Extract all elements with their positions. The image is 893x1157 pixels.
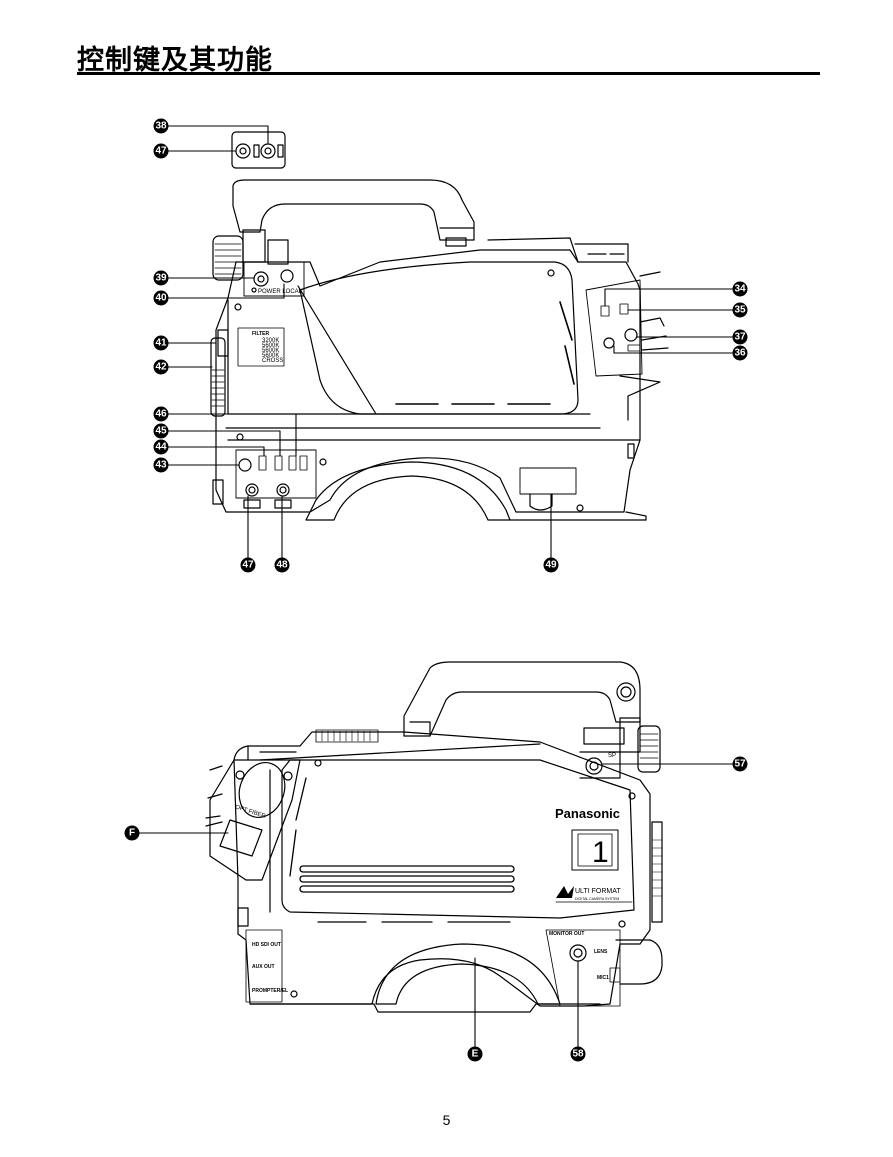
filter-header: FILTER bbox=[252, 331, 270, 337]
multi-format-badge: ULTI FORMAT DIGITAL CAMERA SYSTEM bbox=[556, 886, 621, 901]
svg-text:46: 46 bbox=[155, 409, 167, 420]
svg-text:DIGITAL CAMERA SYSTEM: DIGITAL CAMERA SYSTEM bbox=[575, 897, 619, 901]
callout-37: 37 bbox=[732, 329, 748, 345]
remote-unit bbox=[231, 131, 286, 169]
svg-text:ULTI FORMAT: ULTI FORMAT bbox=[575, 888, 621, 895]
filter-row: 5600K bbox=[262, 353, 279, 359]
callout-41: 41 bbox=[153, 335, 169, 351]
filter-row: 5600K bbox=[262, 348, 279, 354]
svg-text:SP: SP bbox=[608, 753, 616, 759]
svg-text:40: 40 bbox=[155, 293, 167, 304]
monitor-out-panel: MONITOR OUT LENS MIC1 bbox=[545, 929, 663, 1007]
top-body bbox=[215, 249, 641, 513]
svg-text:42: 42 bbox=[155, 362, 167, 373]
power-panel: POWER LOCAL bbox=[243, 261, 305, 297]
callout-36: 36 bbox=[732, 345, 748, 361]
svg-text:PROMPTER/EL: PROMPTER/EL bbox=[252, 988, 288, 994]
callout-38: 38 bbox=[153, 118, 169, 134]
svg-text:36: 36 bbox=[734, 348, 746, 359]
connector-column: HD SDI OUT AUX OUT PROMPTER/EL bbox=[245, 929, 288, 1003]
callout-39: 39 bbox=[153, 270, 169, 286]
brand-label: Panasonic bbox=[555, 806, 620, 821]
top-callouts: 38 47 39 40 41 42 46 45 44 43 47 48 49 3… bbox=[153, 118, 748, 573]
battery-mount bbox=[519, 467, 577, 495]
title-rule bbox=[77, 72, 820, 75]
svg-text:43: 43 bbox=[155, 460, 167, 471]
callout-34: 34 bbox=[732, 281, 748, 297]
callout-49: 49 bbox=[543, 557, 559, 573]
top-handle bbox=[232, 179, 475, 241]
callout-47b: 47 bbox=[240, 557, 256, 573]
svg-text:35: 35 bbox=[734, 305, 746, 316]
callout-40: 40 bbox=[153, 290, 169, 306]
page-number: 5 bbox=[442, 1112, 451, 1128]
page-title: 控制键及其功能 bbox=[77, 45, 273, 75]
callout-44: 44 bbox=[153, 439, 169, 455]
callout-42: 42 bbox=[153, 359, 169, 375]
callout-58: 58 bbox=[570, 1046, 586, 1062]
svg-text:57: 57 bbox=[734, 759, 746, 770]
filter-row: 3200K bbox=[262, 338, 279, 344]
bottom-camera-figure: Panasonic 1 ULTI FORMAT DIGITAL CAMERA S… bbox=[124, 661, 748, 1062]
bottom-body bbox=[233, 731, 651, 1007]
svg-text:34: 34 bbox=[734, 284, 746, 295]
callout-35: 35 bbox=[732, 302, 748, 318]
top-camera-figure: FILTER 3200K 5600K 5600K 5600K CROSS POW… bbox=[153, 118, 748, 573]
svg-text:44: 44 bbox=[155, 442, 167, 453]
bottom-side-panel bbox=[281, 759, 635, 919]
svg-text:HD SDI OUT: HD SDI OUT bbox=[252, 942, 281, 948]
svg-text:MONITOR OUT: MONITOR OUT bbox=[549, 931, 584, 937]
svg-text:48: 48 bbox=[276, 560, 288, 571]
svg-text:41: 41 bbox=[155, 338, 167, 349]
svg-text:LENS: LENS bbox=[594, 949, 608, 955]
bottom-handle bbox=[403, 661, 641, 737]
bottom-shoulder-pad bbox=[375, 943, 561, 1005]
lower-switch-panel bbox=[235, 449, 317, 509]
number-panel bbox=[571, 829, 619, 871]
shoulder-pad bbox=[305, 461, 511, 521]
sp-connector bbox=[585, 757, 603, 775]
svg-text:37: 37 bbox=[734, 332, 746, 343]
filter-row: 5600K bbox=[262, 343, 279, 349]
bottom-callouts: 57 F E 58 bbox=[124, 756, 748, 1062]
callout-48: 48 bbox=[274, 557, 290, 573]
callout-45: 45 bbox=[153, 423, 169, 439]
svg-text:MIC1: MIC1 bbox=[597, 975, 609, 981]
svg-text:58: 58 bbox=[572, 1049, 584, 1060]
eyepiece-knob bbox=[212, 235, 244, 281]
callout-46: 46 bbox=[153, 406, 169, 422]
side-panel bbox=[299, 261, 579, 415]
callout-43: 43 bbox=[153, 457, 169, 473]
svg-text:OPT FIBER: OPT FIBER bbox=[234, 804, 267, 820]
power-local-label: POWER LOCAL bbox=[258, 289, 303, 295]
rear-panel bbox=[585, 271, 669, 421]
svg-text:AUX OUT: AUX OUT bbox=[252, 964, 275, 970]
svg-text:F: F bbox=[129, 828, 135, 839]
callout-47: 47 bbox=[153, 143, 169, 159]
callout-e: E bbox=[467, 1046, 483, 1062]
svg-text:45: 45 bbox=[155, 426, 167, 437]
opt-fiber-connector: OPT FIBER bbox=[209, 759, 301, 881]
svg-text:E: E bbox=[472, 1049, 479, 1060]
svg-text:47: 47 bbox=[242, 560, 254, 571]
number-panel-digit: 1 bbox=[592, 836, 609, 869]
svg-text:49: 49 bbox=[545, 560, 557, 571]
callout-57: 57 bbox=[732, 756, 748, 772]
svg-text:39: 39 bbox=[155, 273, 167, 284]
svg-text:47: 47 bbox=[155, 146, 167, 157]
viewfinder bbox=[637, 725, 661, 773]
filter-row: CROSS bbox=[262, 358, 283, 364]
filter-plate: FILTER 3200K 5600K 5600K 5600K CROSS bbox=[237, 327, 285, 367]
callout-f: F bbox=[124, 825, 140, 841]
svg-text:38: 38 bbox=[155, 121, 167, 132]
